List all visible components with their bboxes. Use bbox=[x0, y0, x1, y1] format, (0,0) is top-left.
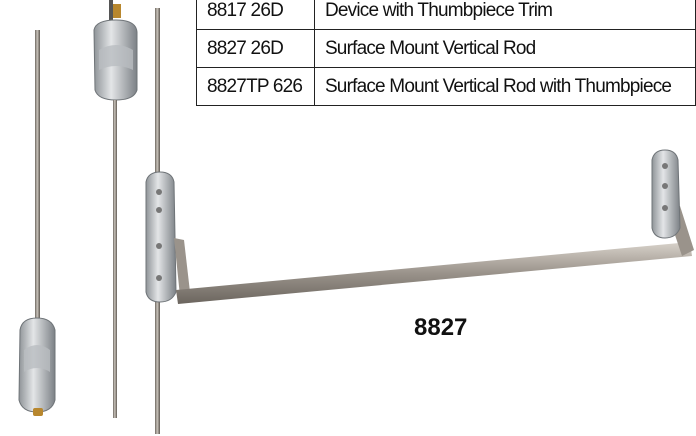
model-number-cell: 8827TP 626 bbox=[196, 67, 315, 106]
bar-vertical-rod bbox=[155, 8, 160, 434]
model-number-cell: 8817 26D bbox=[196, 0, 315, 30]
model-caption: 8827 bbox=[414, 314, 468, 341]
description-cell: Surface Mount Vertical Rod bbox=[313, 29, 696, 68]
left-vertical-rod bbox=[18, 30, 56, 416]
brass-tip bbox=[33, 408, 43, 416]
description-cell: Device with Thumbpiece Trim bbox=[313, 0, 696, 30]
center-vertical-rod bbox=[93, 0, 138, 418]
brass-tip bbox=[113, 4, 121, 18]
description-cell: Surface Mount Vertical Rod with Thumbpie… bbox=[313, 67, 696, 106]
push-bar-image bbox=[145, 149, 694, 304]
model-number-cell: 8827 26D bbox=[196, 29, 315, 68]
